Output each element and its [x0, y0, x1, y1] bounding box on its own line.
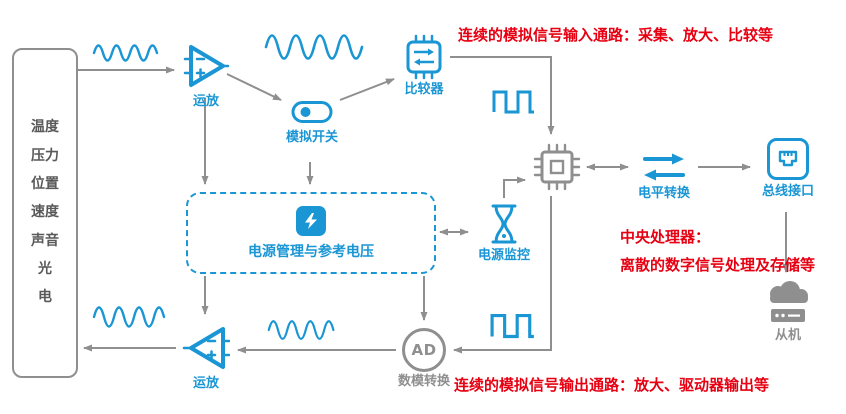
sensor-item: 位置	[31, 175, 59, 192]
level-shift-icon	[643, 153, 685, 181]
power-monitor-icon	[491, 204, 517, 244]
square-wave-icon	[492, 90, 534, 114]
opamp-icon	[183, 45, 230, 87]
comparator-node: 比较器	[394, 34, 454, 98]
sensor-item: 速度	[31, 204, 59, 221]
dac-node: AD 数模转换	[392, 328, 456, 390]
comparator-label: 比较器	[404, 82, 444, 97]
sensor-item: 压力	[31, 147, 59, 164]
level-shift-node: 电平转换	[632, 150, 696, 202]
power-monitor-node: 电源监控	[472, 202, 536, 264]
comparator-icon	[406, 34, 442, 80]
output-path-note: 连续的模拟信号输出通路：放大、驱动器输出等	[454, 376, 770, 394]
sine-wave-icon	[92, 44, 159, 62]
slave-cloud-server-icon	[770, 281, 808, 322]
analog-switch-label: 模拟开关	[285, 130, 338, 145]
opamp-icon	[182, 327, 230, 369]
bus-interface-label: 总线接口	[761, 184, 814, 199]
cpu-note-title: 中央处理器：	[620, 228, 711, 246]
power-monitor-label: 电源监控	[477, 248, 530, 263]
opamp-bottom-node: 运放	[178, 322, 234, 392]
analog-switch-icon	[291, 101, 333, 123]
analog-switch-node: 模拟开关	[280, 94, 344, 146]
bus-interface-icon	[767, 138, 809, 180]
cpu-node	[531, 141, 583, 193]
opamp-top-node: 运放	[178, 40, 234, 110]
sensor-item: 温度	[31, 119, 59, 136]
dac-icon-text: AD	[411, 341, 437, 359]
sine-wave-icon	[92, 306, 166, 328]
sensor-item: 光	[38, 261, 52, 278]
level-shift-label: 电平转换	[637, 186, 690, 201]
dac-label: 数模转换	[397, 374, 450, 389]
sensor-item: 声音	[31, 232, 59, 249]
sensor-item: 电	[38, 289, 52, 306]
power-mgmt-box: 电源管理与参考电压	[186, 192, 436, 274]
sine-wave-icon	[264, 34, 364, 60]
slave-label: 从机	[774, 328, 801, 343]
opamp-label: 运放	[192, 94, 219, 109]
cpu-note-desc: 离散的数字信号处理及存储等	[620, 256, 816, 274]
bus-interface-node: 总线接口	[756, 136, 820, 200]
slave-node: 从机	[758, 280, 818, 344]
power-mgmt-label: 电源管理与参考电压	[248, 243, 374, 260]
lightning-icon	[296, 205, 326, 236]
sine-wave-icon	[267, 320, 335, 340]
input-path-note: 连续的模拟信号输入通路：采集、放大、比较等	[458, 26, 774, 44]
square-wave-icon	[490, 314, 534, 339]
sensor-source-box: 温度 压力 位置 速度 声音 光 电	[12, 48, 78, 378]
opamp-label: 运放	[192, 376, 219, 391]
cpu-chip-icon	[533, 143, 581, 191]
dac-icon: AD	[402, 328, 446, 372]
